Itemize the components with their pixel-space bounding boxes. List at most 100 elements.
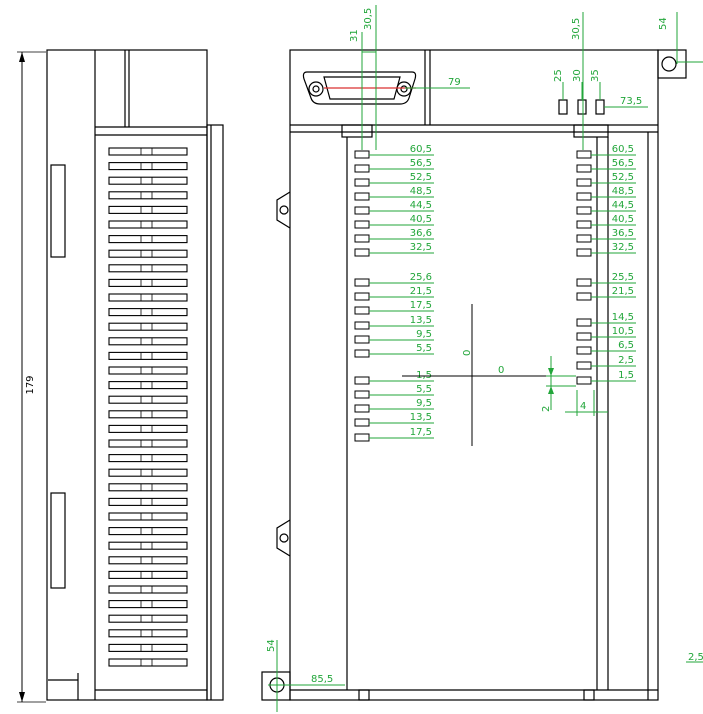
pin-rect (354, 220, 370, 229)
side-slot (108, 454, 188, 463)
pin-rect (576, 192, 592, 201)
side-slot (108, 527, 188, 536)
pin-rect (576, 332, 592, 341)
side-slot (108, 176, 188, 185)
pin-dimension-label: 21,5 (612, 286, 634, 297)
pin-rect (354, 292, 370, 301)
side-slot (108, 585, 188, 594)
pin-rect (354, 376, 370, 385)
pin-rect (576, 206, 592, 215)
side-slot (108, 424, 188, 433)
pin-rect (576, 346, 592, 355)
side-slot (108, 220, 188, 229)
side-slot (108, 643, 188, 652)
side-slot (108, 483, 188, 492)
origin-label-horizontal: 0 (498, 365, 504, 376)
pin-rect (576, 292, 592, 301)
pin-dimension-label: 2,5 (618, 355, 634, 366)
side-slot (108, 512, 188, 521)
origin-label-vertical: 0 (462, 350, 473, 356)
pin-rect (576, 248, 592, 257)
pin-rect (354, 335, 370, 344)
pin-rect (354, 404, 370, 413)
pin-rect (354, 390, 370, 399)
pin-rect (354, 178, 370, 187)
pin-dimension-label: 1,5 (618, 370, 634, 381)
side-slot (108, 497, 188, 506)
pin-rect (354, 306, 370, 315)
height-dimension-label: 179 (25, 375, 36, 394)
left-pin-ladder: 60,556,552,548,544,540,536,632,525,621,5… (354, 144, 434, 442)
pin-rect (354, 278, 370, 287)
dim-31: 31 (349, 29, 360, 42)
side-slot (108, 351, 188, 360)
side-slot (108, 264, 188, 273)
pin-dimension-label: 36,6 (410, 228, 432, 239)
pin-rect (576, 234, 592, 243)
pin-dimension-label: 25,6 (410, 272, 432, 283)
side-slot (108, 191, 188, 200)
side-slot (108, 614, 188, 623)
pin-rect (354, 321, 370, 330)
pin-dimension-label: 9,5 (416, 398, 432, 409)
side-height-dimension: 179 (17, 51, 46, 703)
pin-dimension-label: 40,5 (410, 214, 432, 225)
side-slot (108, 600, 188, 609)
pin-dimension-label: 52,5 (612, 172, 634, 183)
dim-54-top: 54 (658, 17, 669, 30)
pin-rect (576, 220, 592, 229)
bottom-dimension-lines (268, 640, 703, 712)
side-slot (108, 410, 188, 419)
side-slot (108, 658, 188, 667)
dim-2-5: 2,5 (688, 652, 703, 663)
pin-rect (354, 150, 370, 159)
pin-rect (354, 164, 370, 173)
side-slot (108, 235, 188, 244)
pin-rect (354, 418, 370, 427)
pin-rect (576, 376, 592, 385)
pin-dimension-label: 32,5 (410, 242, 432, 253)
pin-rect (354, 192, 370, 201)
pin-dimension-label: 9,5 (416, 329, 432, 340)
pin-rect (576, 278, 592, 287)
side-slot (108, 337, 188, 346)
pin-dimension-label: 10,5 (612, 326, 634, 337)
pin-dimension-label: 48,5 (410, 186, 432, 197)
top-dimension-lines (361, 5, 703, 150)
side-slot (108, 205, 188, 214)
right-pin-ladder: 60,556,552,548,544,540,536,532,525,521,5… (576, 144, 636, 385)
pin-rect (354, 433, 370, 442)
side-slot (108, 381, 188, 390)
pin-dimension-label: 17,5 (410, 427, 432, 438)
pin-rect (354, 206, 370, 215)
pin-rect (576, 318, 592, 327)
dim-4-pitch: 4 (580, 401, 586, 412)
top-dimension-labels: 31 30,5 30,5 54 25 30 35 73,5 79 (349, 8, 669, 107)
pin-dimension-label: 52,5 (410, 172, 432, 183)
side-slot (108, 366, 188, 375)
pin-dimension-label: 14,5 (612, 312, 634, 323)
pin-dimension-label: 5,5 (416, 343, 432, 354)
dim-35: 35 (590, 69, 601, 82)
origin-marker: 0 0 (402, 304, 548, 446)
pin-rect (354, 349, 370, 358)
pin-dimension-label: 21,5 (410, 286, 432, 297)
pin-dimension-label: 6,5 (618, 340, 634, 351)
side-slot (108, 293, 188, 302)
dim-30: 30 (572, 69, 583, 82)
dim-73-5: 73,5 (620, 96, 642, 107)
pin-dimension-label: 17,5 (410, 300, 432, 311)
dim-30-5-right: 30,5 (571, 18, 582, 40)
pin-dimension-label: 60,5 (612, 144, 634, 155)
pin-rect (576, 164, 592, 173)
side-slot (108, 147, 188, 156)
side-slot (108, 249, 188, 258)
pin-rect (354, 248, 370, 257)
side-slot (108, 468, 188, 477)
pin-dimension-label: 32,5 (612, 242, 634, 253)
side-slot (108, 541, 188, 550)
pin-dimension-label: 56,5 (410, 158, 432, 169)
side-slot (108, 439, 188, 448)
pin-rect (576, 178, 592, 187)
